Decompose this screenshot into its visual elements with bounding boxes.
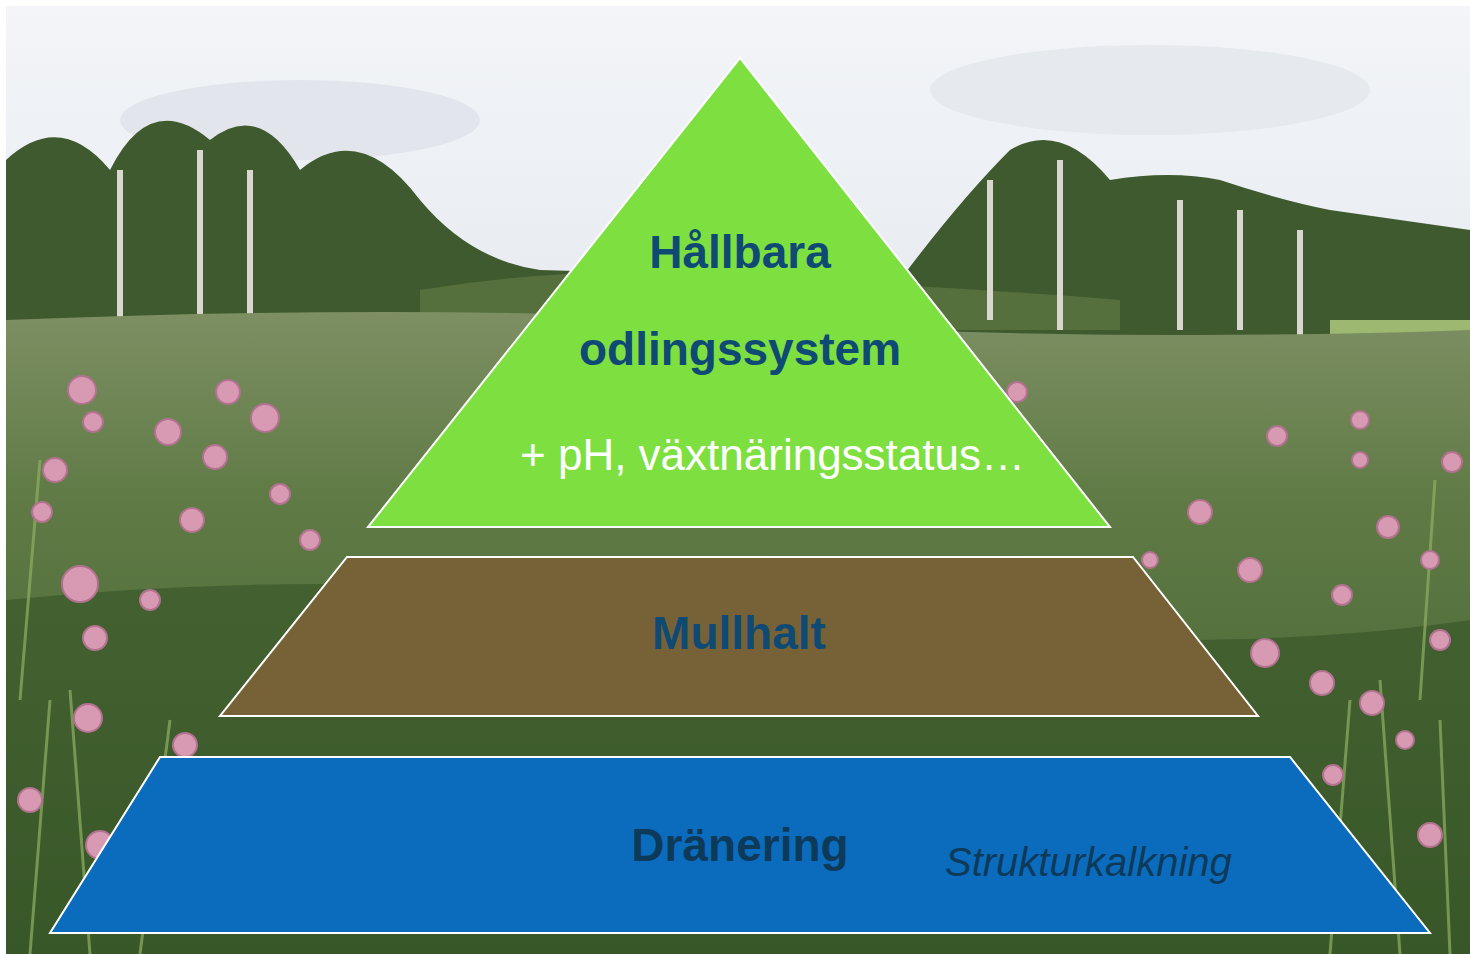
bottom-band: Dränering Strukturkalkning [50, 757, 1430, 933]
shape-fill [50, 757, 1430, 933]
top-triangle: Hållbara odlingssystem + pH, växtnäringss… [368, 58, 1110, 527]
bottom-band-label: Dränering [631, 817, 848, 873]
shape-fill [368, 58, 1110, 527]
middle-band: Mullhalt [220, 557, 1258, 716]
middle-band-label: Mullhalt [652, 605, 826, 661]
shape-fill [220, 557, 1258, 716]
pyramid-top-note: + pH, växtnäringsstatus… [520, 428, 1025, 482]
bottom-band-note: Strukturkalkning [945, 838, 1232, 886]
pyramid-top-label: Hållbara odlingssystem [525, 204, 955, 398]
